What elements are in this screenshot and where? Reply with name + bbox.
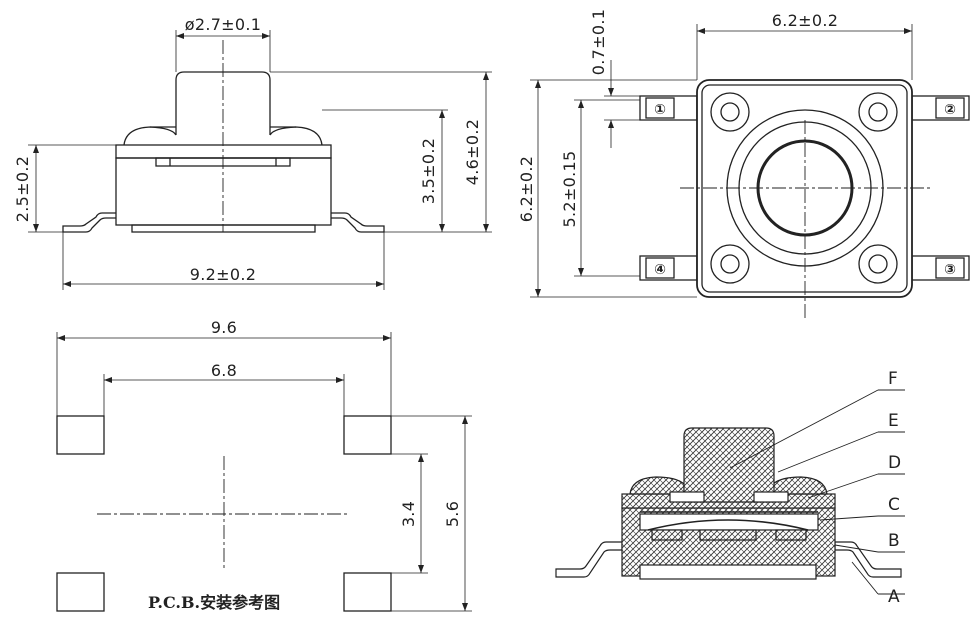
pcb-caption: P.C.B.安装参考图 [148,593,280,612]
pcb-pad-bottom-right [343,572,392,612]
cover-plate [115,144,332,159]
dim-body-width: 6.2±0.2 [772,11,838,30]
pcb-pad-bottom-left [56,572,105,612]
top-view-arrows [535,28,912,297]
dim-lead-width: 0.7±0.1 [589,9,608,75]
dim-outer-span: 9.6 [211,318,237,337]
pin-label-3: ③ [944,262,956,278]
pcb-arrows [57,335,468,611]
body [115,157,332,226]
side-view-arrows [33,33,489,287]
section-leaders [729,389,905,595]
pin-label-1: ① [654,102,666,118]
pin-label-2: ② [944,102,956,118]
section-right-lead [834,541,902,578]
right-lead [331,212,385,233]
dim-total-width: 9.2±0.2 [190,265,256,284]
left-shoulder [123,126,177,146]
top-body [696,79,913,298]
section-shoulders [629,476,828,495]
pcb-layout [56,332,472,612]
section-dome [647,519,809,531]
top-view [530,24,970,318]
dim-inner-span: 6.8 [211,361,237,380]
callout-a: A [888,587,900,607]
dim-body-height: 2.5±0.2 [13,156,32,222]
cross-section [555,427,902,580]
callout-c: C [888,495,900,515]
dim-pad-pitch: 3.4 [399,501,418,527]
dim-total-height: 4.6±0.2 [463,119,482,185]
side-view [28,30,492,290]
section-stem [683,427,775,503]
pcb-pad-top-right [343,415,392,455]
dim-stem-diameter: ø2.7±0.1 [185,15,262,34]
callout-d: D [888,453,901,473]
section-base-plate [639,564,817,580]
dim-body-depth: 6.2±0.2 [517,156,536,222]
section-left-lead [555,541,623,578]
dim-pin-pitch: 5.2±0.15 [560,151,579,228]
right-shoulder [269,126,323,146]
pcb-pad-top-left [56,415,105,455]
callout-f: F [888,369,898,389]
pin-label-4: ④ [654,262,666,278]
left-lead [62,212,116,233]
base-plate [131,224,316,233]
callout-e: E [888,411,899,431]
dim-stem-height: 3.5±0.2 [419,138,438,204]
callout-b: B [888,531,900,551]
dim-outer-pitch: 5.6 [443,501,462,527]
